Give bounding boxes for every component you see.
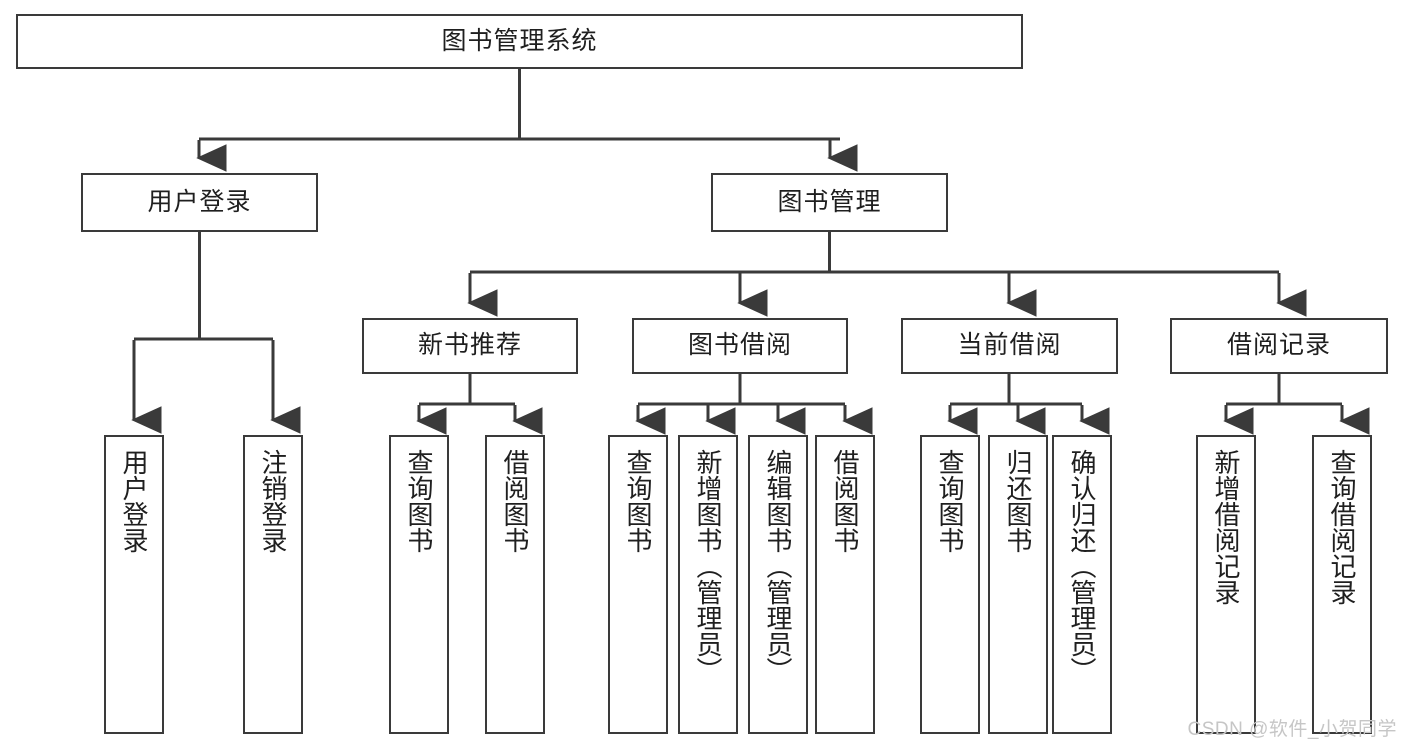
node-leaf-query-book-3-label: 查询图书 xyxy=(935,449,966,553)
node-leaf-confirm-return-label: 确认归还（管理员） xyxy=(1067,449,1098,683)
node-leaf-query-book-1[interactable]: 查询图书 xyxy=(389,435,449,734)
node-borrow-record-label: 借阅记录 xyxy=(1226,331,1331,360)
node-book-manage-label: 图书管理 xyxy=(777,187,882,216)
node-leaf-add-record[interactable]: 新增借阅记录 xyxy=(1196,435,1256,734)
node-leaf-edit-book-label: 编辑图书（管理员） xyxy=(763,449,794,683)
node-leaf-query-book-3[interactable]: 查询图书 xyxy=(920,435,980,734)
node-user-login-label: 用户登录 xyxy=(147,187,252,216)
node-leaf-user-login[interactable]: 用户登录 xyxy=(104,435,164,734)
node-book-borrow[interactable]: 图书借阅 xyxy=(632,318,848,374)
node-leaf-borrow-book-1[interactable]: 借阅图书 xyxy=(485,435,545,734)
node-leaf-user-logout-label: 注销登录 xyxy=(258,449,289,553)
node-book-borrow-label: 图书借阅 xyxy=(687,331,792,360)
node-leaf-borrow-book-2-label: 借阅图书 xyxy=(830,449,861,553)
node-leaf-user-logout[interactable]: 注销登录 xyxy=(243,435,303,734)
node-new-book-recommend-label: 新书推荐 xyxy=(417,331,522,360)
node-leaf-add-book-label: 新增图书（管理员） xyxy=(693,449,724,683)
node-leaf-edit-book[interactable]: 编辑图书（管理员） xyxy=(748,435,808,734)
node-root-label: 图书管理系统 xyxy=(441,26,598,55)
node-leaf-query-book-2-label: 查询图书 xyxy=(623,449,654,553)
node-leaf-borrow-book-2[interactable]: 借阅图书 xyxy=(815,435,875,734)
node-book-manage[interactable]: 图书管理 xyxy=(711,173,948,232)
node-leaf-query-record[interactable]: 查询借阅记录 xyxy=(1312,435,1372,734)
node-new-book-recommend[interactable]: 新书推荐 xyxy=(362,318,578,374)
node-leaf-query-record-label: 查询借阅记录 xyxy=(1327,449,1358,605)
node-leaf-confirm-return[interactable]: 确认归还（管理员） xyxy=(1052,435,1112,734)
node-current-borrow[interactable]: 当前借阅 xyxy=(901,318,1118,374)
node-leaf-borrow-book-1-label: 借阅图书 xyxy=(500,449,531,553)
node-current-borrow-label: 当前借阅 xyxy=(957,331,1062,360)
node-leaf-query-book-1-label: 查询图书 xyxy=(404,449,435,553)
node-user-login[interactable]: 用户登录 xyxy=(81,173,318,232)
node-leaf-add-record-label: 新增借阅记录 xyxy=(1211,449,1242,605)
node-leaf-query-book-2[interactable]: 查询图书 xyxy=(608,435,668,734)
node-leaf-add-book[interactable]: 新增图书（管理员） xyxy=(678,435,738,734)
node-leaf-user-login-label: 用户登录 xyxy=(119,449,150,553)
node-leaf-return-book[interactable]: 归还图书 xyxy=(988,435,1048,734)
node-root[interactable]: 图书管理系统 xyxy=(16,14,1023,69)
node-leaf-return-book-label: 归还图书 xyxy=(1003,449,1034,553)
node-borrow-record[interactable]: 借阅记录 xyxy=(1170,318,1388,374)
csdn-watermark: CSDN @软件_小贺同学 xyxy=(1187,719,1397,740)
